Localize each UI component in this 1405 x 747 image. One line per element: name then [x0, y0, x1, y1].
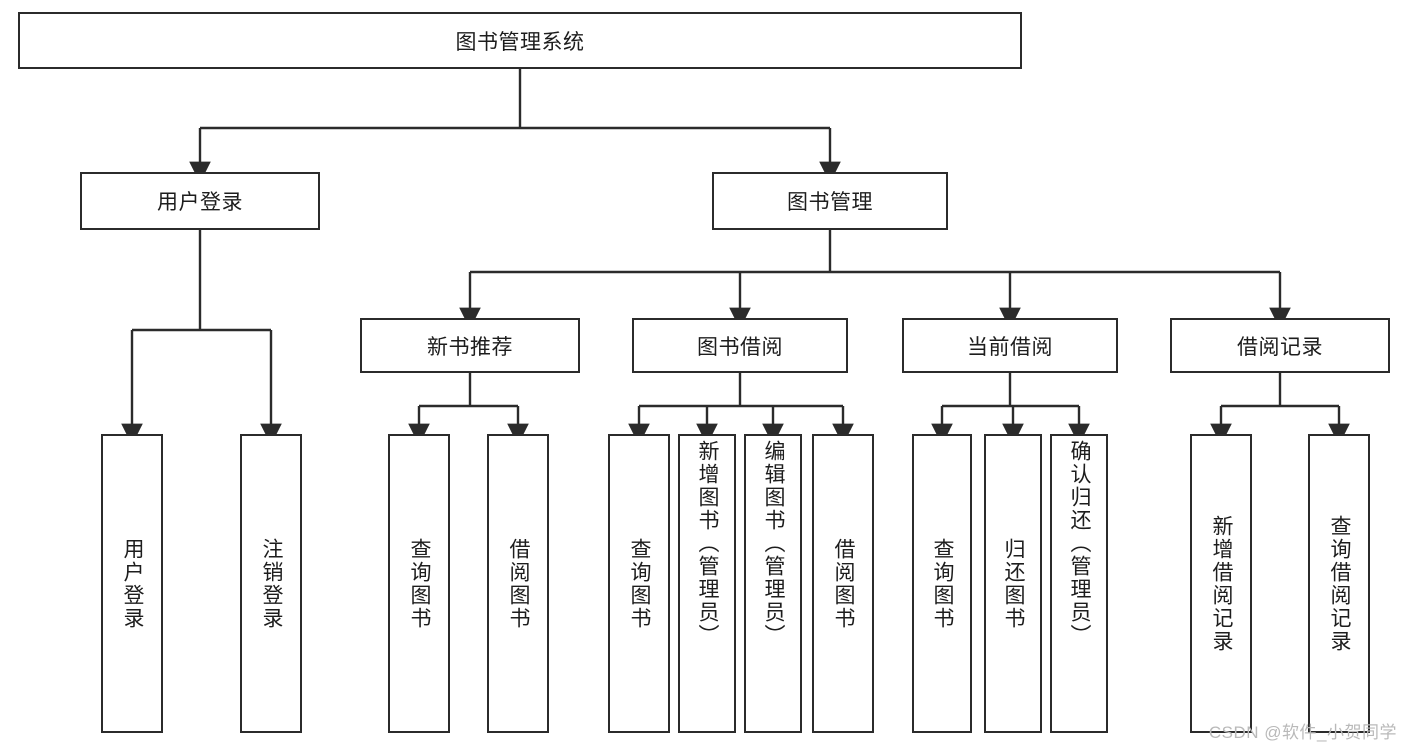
- node-root-system[interactable]: 图书管理系统: [18, 12, 1022, 69]
- edge-group-book-borrow: [628, 373, 854, 446]
- node-leaf-logout-login[interactable]: 注销登录: [240, 434, 302, 733]
- node-current-borrow-label: 当前借阅: [967, 335, 1053, 359]
- node-leaf-confirm-return-label: 确认归还（管理员）: [1068, 440, 1092, 647]
- node-borrow-record-label: 借阅记录: [1237, 335, 1323, 359]
- node-leaf-logout-login-label: 注销登录: [260, 537, 284, 630]
- node-leaf-confirm-return[interactable]: 确认归还（管理员）: [1050, 434, 1108, 733]
- edge-group-book-manage: [459, 230, 1291, 330]
- node-leaf-add-record[interactable]: 新增借阅记录: [1190, 434, 1252, 733]
- node-leaf-add-record-label: 新增借阅记录: [1210, 514, 1234, 653]
- node-leaf-query-book-3-label: 查询图书: [931, 537, 955, 630]
- node-leaf-return-book-label: 归还图书: [1002, 537, 1026, 630]
- edge-group-new-book-recommend: [408, 373, 529, 446]
- node-leaf-query-record-label: 查询借阅记录: [1328, 514, 1352, 653]
- edge-group-user-login: [121, 230, 282, 446]
- watermark-text: CSDN @软件_小贺同学: [1208, 723, 1397, 742]
- node-leaf-query-record[interactable]: 查询借阅记录: [1308, 434, 1370, 733]
- node-root-label: 图书管理系统: [455, 30, 585, 54]
- node-leaf-borrow-book-2[interactable]: 借阅图书: [812, 434, 874, 733]
- node-leaf-edit-book-label: 编辑图书（管理员）: [762, 440, 786, 647]
- node-leaf-borrow-book-2-label: 借阅图书: [832, 537, 856, 630]
- node-leaf-add-book[interactable]: 新增图书（管理员）: [678, 434, 736, 733]
- node-leaf-borrow-book-1-label: 借阅图书: [507, 537, 531, 630]
- node-book-manage-label: 图书管理: [787, 191, 873, 214]
- node-leaf-user-login[interactable]: 用户登录: [101, 434, 163, 733]
- node-leaf-borrow-book-1[interactable]: 借阅图书: [487, 434, 549, 733]
- node-book-borrow[interactable]: 图书借阅: [632, 318, 848, 373]
- node-leaf-query-book-2[interactable]: 查询图书: [608, 434, 670, 733]
- node-user-login-label: 用户登录: [157, 191, 243, 214]
- node-borrow-record[interactable]: 借阅记录: [1170, 318, 1390, 373]
- node-leaf-query-book-1-label: 查询图书: [408, 537, 432, 630]
- node-leaf-edit-book[interactable]: 编辑图书（管理员）: [744, 434, 802, 733]
- node-leaf-query-book-2-label: 查询图书: [628, 537, 652, 630]
- node-book-manage[interactable]: 图书管理: [712, 172, 948, 230]
- node-user-login[interactable]: 用户登录: [80, 172, 320, 230]
- node-new-book-recommend[interactable]: 新书推荐: [360, 318, 580, 373]
- edge-group-root: [189, 69, 841, 184]
- node-leaf-user-login-label: 用户登录: [121, 537, 145, 630]
- node-leaf-add-book-label: 新增图书（管理员）: [696, 440, 720, 647]
- node-new-book-recommend-label: 新书推荐: [427, 335, 513, 359]
- node-current-borrow[interactable]: 当前借阅: [902, 318, 1118, 373]
- node-book-borrow-label: 图书借阅: [697, 335, 783, 359]
- node-leaf-query-book-1[interactable]: 查询图书: [388, 434, 450, 733]
- edge-group-borrow-record: [1210, 373, 1350, 446]
- node-leaf-query-book-3[interactable]: 查询图书: [912, 434, 972, 733]
- edge-group-current-borrow: [931, 373, 1090, 446]
- node-leaf-return-book[interactable]: 归还图书: [984, 434, 1042, 733]
